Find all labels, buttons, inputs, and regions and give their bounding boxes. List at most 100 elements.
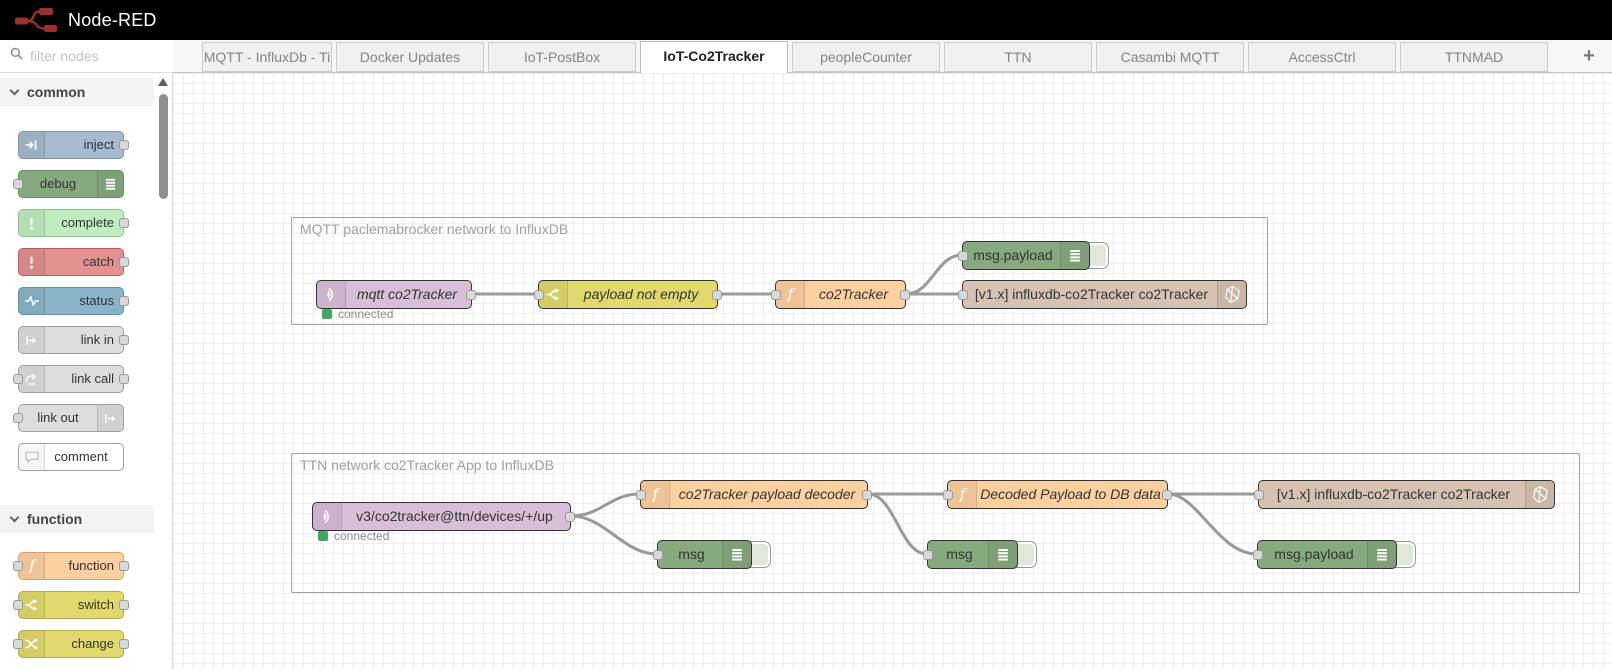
palette-node-link-out[interactable]: link out bbox=[13, 404, 124, 432]
node-debug-msg-1[interactable]: msg bbox=[653, 540, 752, 569]
palette-node-label: catch bbox=[82, 254, 114, 269]
palette-node-inject[interactable]: inject bbox=[18, 131, 129, 159]
input-port[interactable] bbox=[943, 490, 953, 500]
input-port[interactable] bbox=[534, 290, 544, 300]
tab-label: Docker Updates bbox=[359, 49, 461, 65]
catch-icon bbox=[19, 249, 45, 275]
flow-group-mqtt-to-influxdb[interactable]: MQTT paclemabrocker network to InfluxDB bbox=[291, 217, 1268, 325]
palette-node-label: inject bbox=[83, 137, 114, 152]
status-text: connected bbox=[338, 307, 394, 321]
output-port bbox=[119, 296, 129, 306]
input-port[interactable] bbox=[653, 550, 663, 560]
palette-node-comment[interactable]: comment bbox=[18, 443, 124, 471]
palette-filter-input[interactable] bbox=[30, 48, 150, 64]
node-label: co2Tracker payload decoder bbox=[678, 486, 856, 502]
influxdb-icon bbox=[1217, 281, 1246, 308]
output-port[interactable] bbox=[1162, 490, 1172, 500]
tab-label: TTN bbox=[1004, 49, 1032, 65]
flow-canvas[interactable]: MQTT paclemabrocker network to InfluxDB … bbox=[173, 73, 1612, 669]
header: Node-RED bbox=[0, 0, 1612, 40]
tab-accessctrl[interactable]: AccessCtrl bbox=[1248, 42, 1396, 72]
output-port bbox=[119, 639, 129, 649]
tab-label: MQTT - InfluxDb - Ti bbox=[203, 49, 331, 65]
output-port[interactable] bbox=[900, 290, 910, 300]
tab-mqtt-influxdb[interactable]: MQTT - InfluxDb - Ti bbox=[202, 42, 332, 72]
chevron-down-icon bbox=[9, 85, 20, 96]
input-port[interactable] bbox=[923, 550, 933, 560]
palette-node-label: change bbox=[71, 636, 114, 651]
input-port[interactable] bbox=[958, 290, 968, 300]
palette-scrollbar[interactable] bbox=[157, 78, 169, 663]
node-status: connected bbox=[322, 307, 393, 321]
palette-search[interactable] bbox=[0, 40, 173, 73]
node-label: Decoded Payload to DB data bbox=[980, 486, 1161, 502]
status-connected-icon bbox=[318, 531, 328, 541]
palette-node-catch[interactable]: catch bbox=[18, 248, 129, 276]
palette-node-label: comment bbox=[54, 449, 108, 464]
change-icon bbox=[19, 631, 45, 657]
group-label: TTN network co2Tracker App to InfluxDB bbox=[300, 457, 554, 473]
tab-docker-updates[interactable]: Docker Updates bbox=[336, 42, 484, 72]
tab-ttn[interactable]: TTN bbox=[944, 42, 1092, 72]
mqtt-icon bbox=[317, 281, 346, 308]
palette-node-status[interactable]: status bbox=[18, 287, 129, 315]
node-debug-msg-payload-2[interactable]: msg.payload bbox=[1253, 540, 1397, 569]
group-label: MQTT paclemabrocker network to InfluxDB bbox=[300, 221, 569, 237]
node-decoded-payload-to-db[interactable]: f Decoded Payload to DB data bbox=[943, 480, 1172, 509]
app-title: Node-RED bbox=[68, 9, 157, 30]
wire[interactable] bbox=[1166, 492, 1259, 556]
tab-iot-postbox[interactable]: IoT-PostBox bbox=[488, 42, 636, 72]
tab-label: peopleCounter bbox=[820, 49, 912, 65]
input-port[interactable] bbox=[1253, 550, 1263, 560]
output-port bbox=[119, 374, 129, 384]
output-port[interactable] bbox=[565, 512, 575, 522]
flow-group-ttn-to-influxdb[interactable]: TTN network co2Tracker App to InfluxDB bbox=[291, 453, 1580, 593]
add-flow-button[interactable]: + bbox=[1575, 44, 1603, 70]
status-connected-icon bbox=[322, 309, 332, 319]
palette-node-label: link call bbox=[71, 371, 114, 386]
node-mqtt-ttn[interactable]: v3/co2tracker@ttn/devices/+/up bbox=[312, 502, 575, 531]
input-port[interactable] bbox=[636, 490, 646, 500]
node-debug-msg-payload[interactable]: msg.payload bbox=[958, 241, 1090, 270]
search-icon bbox=[9, 46, 24, 66]
chevron-down-icon bbox=[9, 512, 20, 523]
tab-iot-co2tracker[interactable]: IoT-Co2Tracker bbox=[640, 41, 788, 73]
palette-node-link-in[interactable]: link in bbox=[18, 326, 129, 354]
node-debug-msg-2[interactable]: msg bbox=[923, 540, 1018, 569]
palette-node-function[interactable]: f function bbox=[13, 552, 129, 580]
palette-node-switch[interactable]: switch bbox=[13, 591, 129, 619]
function-icon: f bbox=[19, 553, 45, 579]
palette-node-debug[interactable]: debug bbox=[13, 170, 124, 198]
output-port[interactable] bbox=[466, 290, 476, 300]
node-payload-decoder[interactable]: f co2Tracker payload decoder bbox=[636, 480, 872, 509]
palette-node-complete[interactable]: complete bbox=[18, 209, 129, 237]
palette-node-change[interactable]: change bbox=[13, 630, 129, 658]
tab-ttnmad[interactable]: TTNMAD bbox=[1400, 42, 1548, 72]
palette-category-common[interactable]: common bbox=[0, 78, 154, 106]
palette-node-link-call[interactable]: link call bbox=[13, 365, 129, 393]
node-influxdb-out-2[interactable]: [v1.x] influxdb-co2Tracker co2Tracker bbox=[1254, 480, 1555, 509]
node-co2tracker-function[interactable]: f co2Tracker bbox=[771, 280, 910, 309]
scrollbar-thumb[interactable] bbox=[158, 94, 168, 199]
node-label: [v1.x] influxdb-co2Tracker co2Tracker bbox=[1276, 486, 1511, 502]
output-port[interactable] bbox=[862, 490, 872, 500]
scroll-up-icon[interactable] bbox=[158, 78, 168, 86]
wire[interactable] bbox=[866, 492, 929, 556]
output-port bbox=[119, 335, 129, 345]
palette-category-function[interactable]: function bbox=[0, 505, 154, 533]
input-port[interactable] bbox=[771, 290, 781, 300]
tab-peoplecounter[interactable]: peopleCounter bbox=[792, 42, 940, 72]
input-port[interactable] bbox=[1254, 490, 1264, 500]
node-label: [v1.x] influxdb-co2Tracker co2Tracker bbox=[974, 286, 1209, 302]
node-influxdb-out[interactable]: [v1.x] influxdb-co2Tracker co2Tracker bbox=[958, 280, 1247, 309]
tab-label: IoT-PostBox bbox=[523, 49, 601, 65]
comment-icon bbox=[19, 444, 45, 470]
node-mqtt-co2tracker[interactable]: mqtt co2Tracker bbox=[316, 280, 476, 309]
palette-node-label: link out bbox=[37, 410, 79, 425]
wire[interactable] bbox=[569, 514, 659, 556]
node-payload-not-empty[interactable]: payload not empty bbox=[534, 280, 722, 309]
output-port[interactable] bbox=[712, 290, 722, 300]
tab-casambi-mqtt[interactable]: Casambi MQTT bbox=[1096, 42, 1244, 72]
input-port bbox=[13, 600, 23, 610]
input-port[interactable] bbox=[958, 251, 968, 261]
